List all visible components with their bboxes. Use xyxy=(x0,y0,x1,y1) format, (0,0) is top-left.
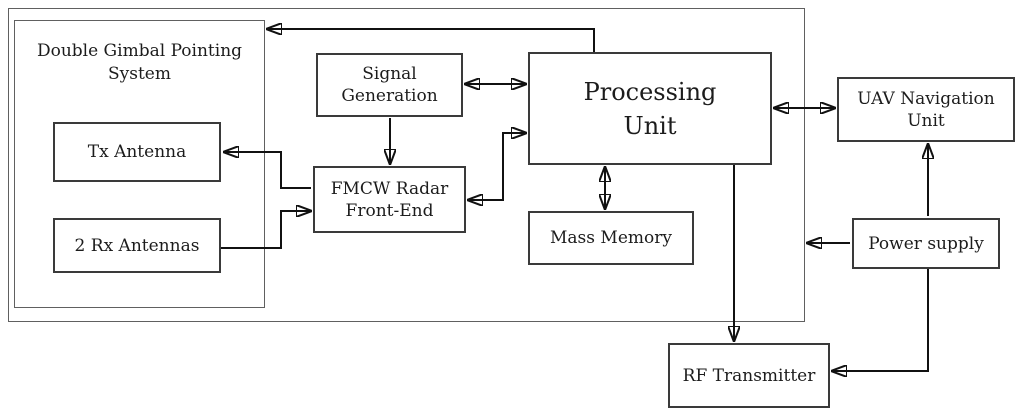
tx-antenna-label: Tx Antenna xyxy=(87,142,187,162)
power-supply-label: Power supply xyxy=(868,233,984,254)
gimbal-system-label: Double Gimbal Pointing System xyxy=(14,40,265,86)
rx-antennas-label: 2 Rx Antennas xyxy=(74,235,200,256)
processing-unit-label-line2: Unit xyxy=(623,111,677,140)
arrow-power-supply-to-rf-transmitter xyxy=(832,269,929,371)
radar-system-enclosure xyxy=(8,8,805,322)
fmcw-front-end-label-line2: Front-End xyxy=(345,200,434,221)
node-tx-antenna: Tx Antenna xyxy=(53,122,221,182)
node-fmcw-front-end: FMCW Radar Front-End xyxy=(313,166,466,233)
rf-transmitter-label: RF Transmitter xyxy=(682,365,816,386)
node-signal-generation: Signal Generation xyxy=(316,53,463,117)
node-rf-transmitter: RF Transmitter xyxy=(668,343,830,408)
fmcw-front-end-label-line1: FMCW Radar xyxy=(330,178,449,199)
signal-generation-label-line1: Signal xyxy=(362,64,417,84)
uav-navigation-label-line2: Unit xyxy=(907,110,945,131)
gimbal-system-label-line1: Double Gimbal xyxy=(36,41,166,61)
node-uav-navigation: UAV Navigation Unit xyxy=(837,77,1015,142)
uav-navigation-label-line1: UAV Navigation xyxy=(857,88,995,109)
node-mass-memory: Mass Memory xyxy=(528,211,694,265)
gimbal-system-label-line2: Pointing System xyxy=(108,41,243,84)
mass-memory-label: Mass Memory xyxy=(550,228,672,248)
node-processing-unit: Processing Unit xyxy=(528,52,772,165)
signal-generation-label-line2: Generation xyxy=(341,86,438,106)
processing-unit-label-line1: Processing xyxy=(583,77,717,106)
node-power-supply: Power supply xyxy=(852,218,1000,269)
node-rx-antennas: 2 Rx Antennas xyxy=(53,218,221,273)
